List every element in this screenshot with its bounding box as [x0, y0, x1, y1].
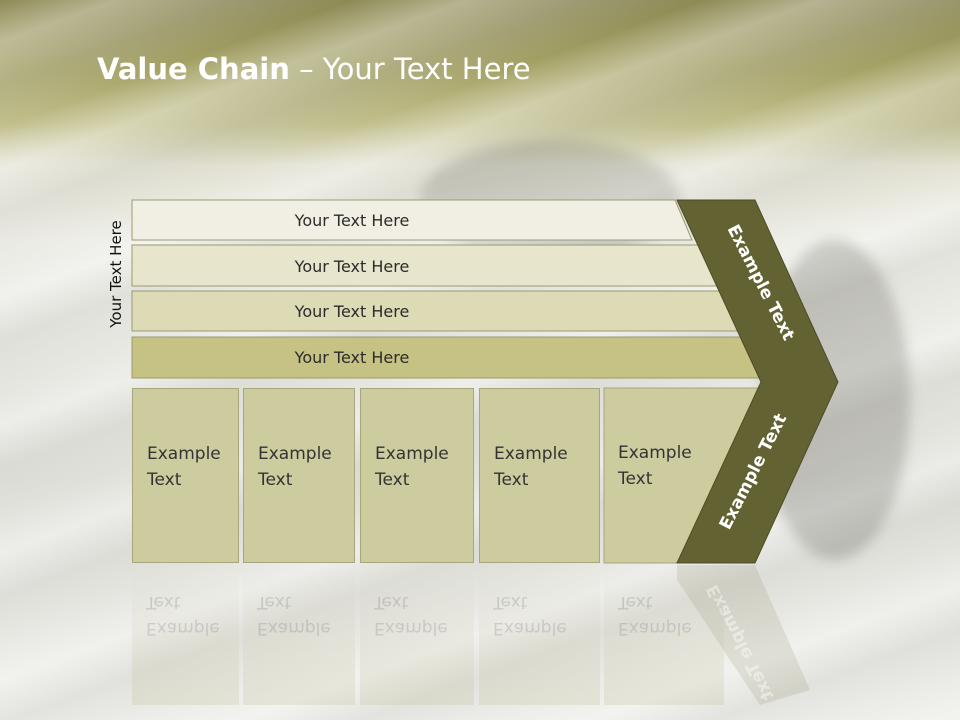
column-4: Example Text	[479, 388, 600, 563]
chevron-arrow	[676, 199, 839, 564]
bar-2-label: Your Text Here	[294, 256, 410, 276]
column-1: Example Text	[132, 388, 239, 563]
bar-4: Your Text Here	[132, 337, 692, 377]
column-1-line2: Text	[147, 470, 182, 490]
column-3: Example Text	[360, 388, 474, 563]
chevron-reflection	[677, 565, 810, 705]
bar-4-label: Your Text Here	[294, 347, 410, 367]
column-2: Example Text	[243, 388, 355, 563]
column-5: Example Text	[604, 388, 724, 563]
column-2-line1: Example	[258, 444, 332, 464]
bar-1-label: Your Text Here	[294, 210, 410, 230]
column-1-line1: Example	[147, 444, 221, 464]
column-5-line2: Text	[618, 469, 653, 489]
bar-2: Your Text Here	[132, 246, 692, 286]
page-title: Value Chain – Your Text Here	[97, 52, 531, 86]
column-4-line1: Example	[494, 444, 568, 464]
column-3-line1: Example	[375, 444, 449, 464]
column-2-line2: Text	[258, 470, 293, 490]
bar-1: Your Text Here	[132, 200, 692, 240]
bar-1-shape	[131, 199, 693, 241]
column-4-line2: Text	[494, 470, 529, 490]
bar-3: Your Text Here	[132, 291, 692, 331]
bar-3-label: Your Text Here	[294, 301, 410, 321]
column-3-line2: Text	[375, 470, 410, 490]
column-5-line1: Example	[618, 443, 692, 463]
